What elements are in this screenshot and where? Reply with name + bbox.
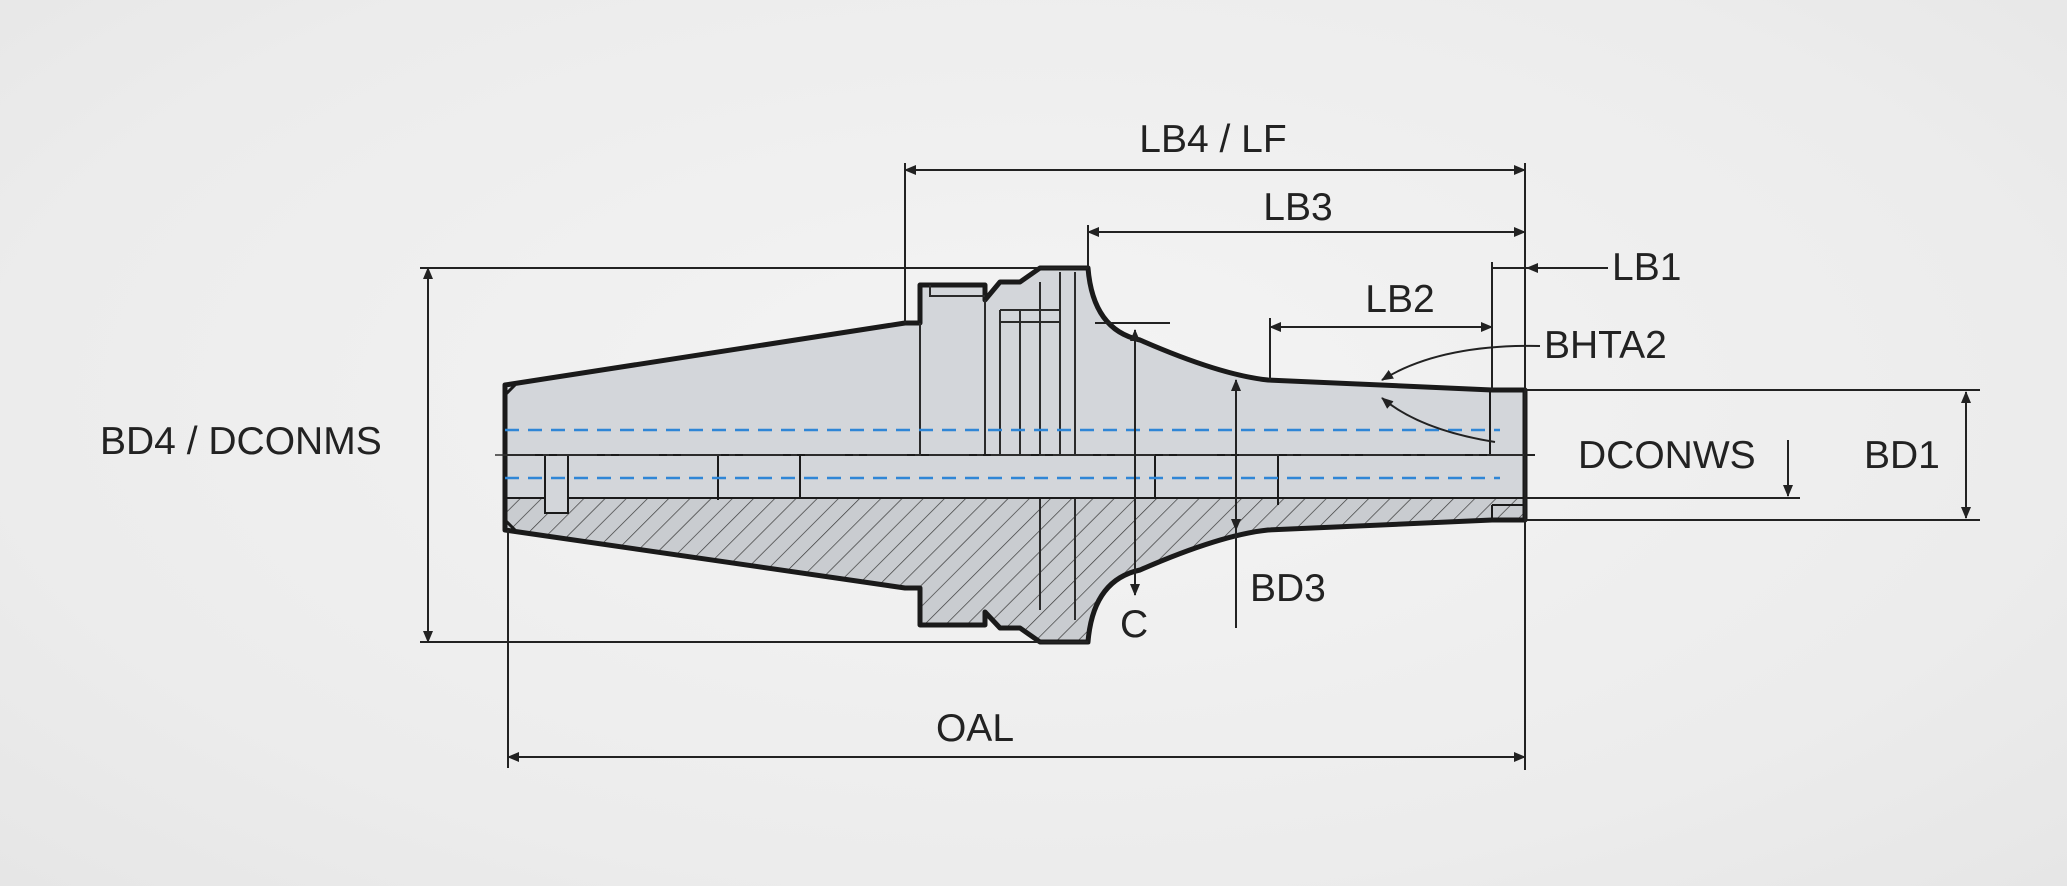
taper-end-chamfer	[503, 383, 517, 532]
body-upper-half	[505, 268, 1525, 498]
label-lb4-lf: LB4 / LF	[1139, 118, 1286, 161]
label-bd4-dconms: BD4 / DCONMS	[100, 420, 382, 463]
flange-detail-lines	[919, 272, 1076, 620]
label-lb3: LB3	[1263, 186, 1332, 229]
dimensions	[420, 163, 1980, 770]
bhta2-arc-lower	[1381, 397, 1496, 443]
tool-holder-body	[495, 265, 1535, 645]
label-bd3: BD3	[1250, 567, 1326, 610]
body-section-hatched	[505, 498, 1525, 642]
label-bhta2: BHTA2	[1544, 324, 1667, 367]
label-lb1: LB1	[1612, 246, 1681, 289]
label-c: C	[1120, 603, 1148, 646]
label-oal: OAL	[936, 707, 1014, 750]
dimension-labels: LB4 / LF LB3 LB1 LB2 BHTA2 BD4 / DCONMS …	[100, 118, 1940, 750]
label-lb2: LB2	[1365, 278, 1434, 321]
label-dconws: DCONWS	[1578, 434, 1756, 477]
bore-cavity	[505, 455, 1525, 498]
label-bd1: BD1	[1864, 434, 1940, 477]
bhta2-arc-upper	[1381, 344, 1541, 381]
